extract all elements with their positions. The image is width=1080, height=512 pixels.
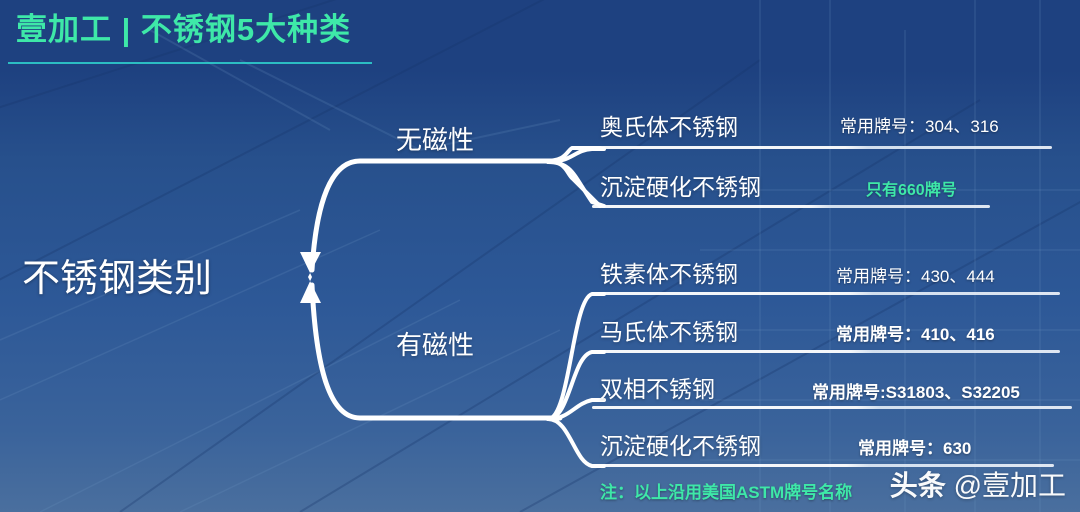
leaf-name-precipitation-hardening-nm: 沉淀硬化不锈钢 <box>600 174 761 200</box>
badge-precipitation-hardening-nm-grades: 只有660牌号 <box>866 182 957 199</box>
leaf-underline-precipitation-hardening-m <box>592 464 1054 467</box>
badge-precipitation-hardening-m-grades: 常用牌号：630 <box>858 439 972 458</box>
leaf-name-precipitation-hardening-m: 沉淀硬化不锈钢 <box>600 433 761 459</box>
leaf-name-austenitic: 奥氏体不锈钢 <box>600 114 738 140</box>
leaf-name-martensitic: 马氏体不锈钢 <box>600 319 738 345</box>
leaf-underline-austenitic <box>592 146 1052 149</box>
watermark-handle: @壹加工 <box>953 470 1066 501</box>
leaf-underline-duplex <box>592 406 1072 409</box>
watermark: 头条 @壹加工 <box>890 464 1066 504</box>
badge-austenitic-grades: 常用牌号：304、316 <box>840 117 999 136</box>
slide-header: 壹加工 | 不锈钢5大种类 <box>8 12 372 64</box>
badge-duplex-grades: 常用牌号:S31803、S32205 <box>812 383 1020 402</box>
footnote-astm: 注：以上沿用美国ASTM牌号名称 <box>600 483 853 502</box>
leaf-underline-martensitic <box>592 350 1060 353</box>
leaf-name-ferritic: 铁素体不锈钢 <box>600 261 738 287</box>
leaf-underline-ferritic <box>592 292 1060 295</box>
leaf-underline-precipitation-hardening-nm <box>592 205 990 208</box>
leaf-name-duplex: 双相不锈钢 <box>600 376 715 402</box>
branch-label-magnetic: 有磁性 <box>396 330 475 360</box>
root-node-label: 不锈钢类别 <box>22 258 213 300</box>
badge-ferritic-grades: 常用牌号：430、444 <box>836 267 995 286</box>
badge-martensitic-grades: 常用牌号：410、416 <box>836 325 995 344</box>
branch-label-non-magnetic: 无磁性 <box>396 125 475 155</box>
page-title: 壹加工 | 不锈钢5大种类 <box>16 12 352 47</box>
watermark-platform: 头条 <box>889 470 946 501</box>
header-underline <box>8 62 372 64</box>
